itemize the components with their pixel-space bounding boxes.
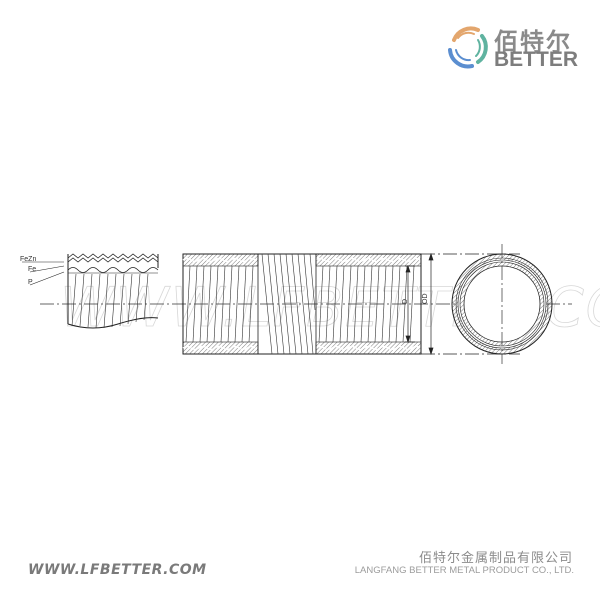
cutaway-section: FeZn Fe P xyxy=(20,253,159,329)
label-p: P xyxy=(28,279,33,286)
dimension-label-od: OD xyxy=(422,294,429,305)
dimension-label-d: D xyxy=(402,299,409,304)
brand-logo: 佰特尔 BETTER xyxy=(444,22,594,72)
ring-swirl-logo-icon xyxy=(448,26,488,69)
logo-chinese-name: 佰特尔 xyxy=(494,28,572,56)
cross-section-view xyxy=(451,244,553,364)
company-name-english: LANGFANG BETTER METAL PRODUCT CO., LTD. xyxy=(354,565,574,576)
website-url: WWW.LFBETTER.COM xyxy=(28,562,207,578)
side-view-hose xyxy=(182,253,422,355)
label-fe: Fe xyxy=(28,266,36,273)
label-fezn: FeZn xyxy=(20,256,36,263)
dimension-lines xyxy=(405,252,520,356)
logo-english-name: BETTER xyxy=(494,48,578,71)
company-name-chinese: 佰特尔金属制品有限公司 xyxy=(418,551,573,566)
